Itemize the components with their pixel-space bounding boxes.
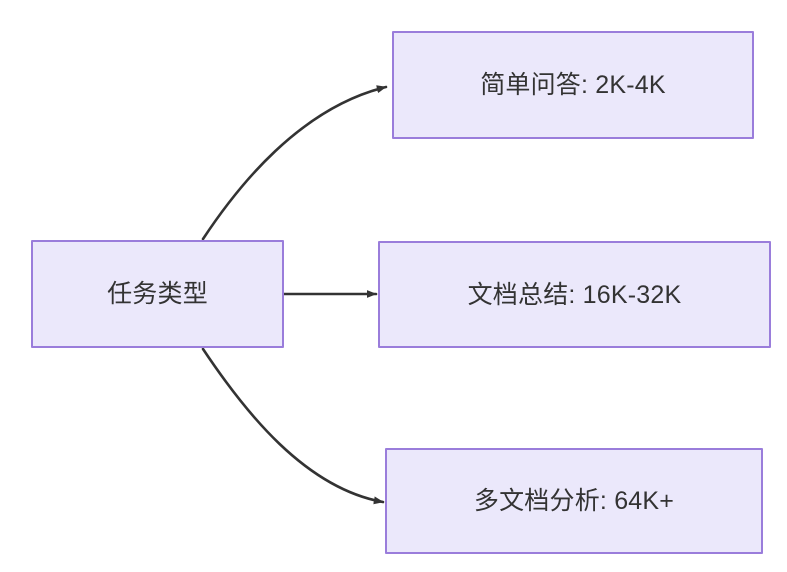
node-doc-summary-label: 文档总结: 16K-32K: [467, 280, 682, 309]
node-task-type-label: 任务类型: [107, 280, 208, 308]
node-simple-qa-label: 简单问答: 2K-4K: [480, 71, 666, 99]
edge-task-type-to-multi-doc-analysis: [201, 347, 385, 505]
node-task-type[interactable]: 任务类型: [31, 240, 284, 348]
edge-task-type-to-simple-qa: [201, 85, 388, 241]
node-simple-qa[interactable]: 简单问答: 2K-4K: [392, 31, 754, 139]
node-multi-doc-analysis-label: 多文档分析: 64K+: [473, 487, 675, 515]
node-multi-doc-analysis[interactable]: 多文档分析: 64K+: [385, 448, 763, 554]
node-doc-summary[interactable]: 文档总结: 16K-32K: [378, 241, 771, 348]
